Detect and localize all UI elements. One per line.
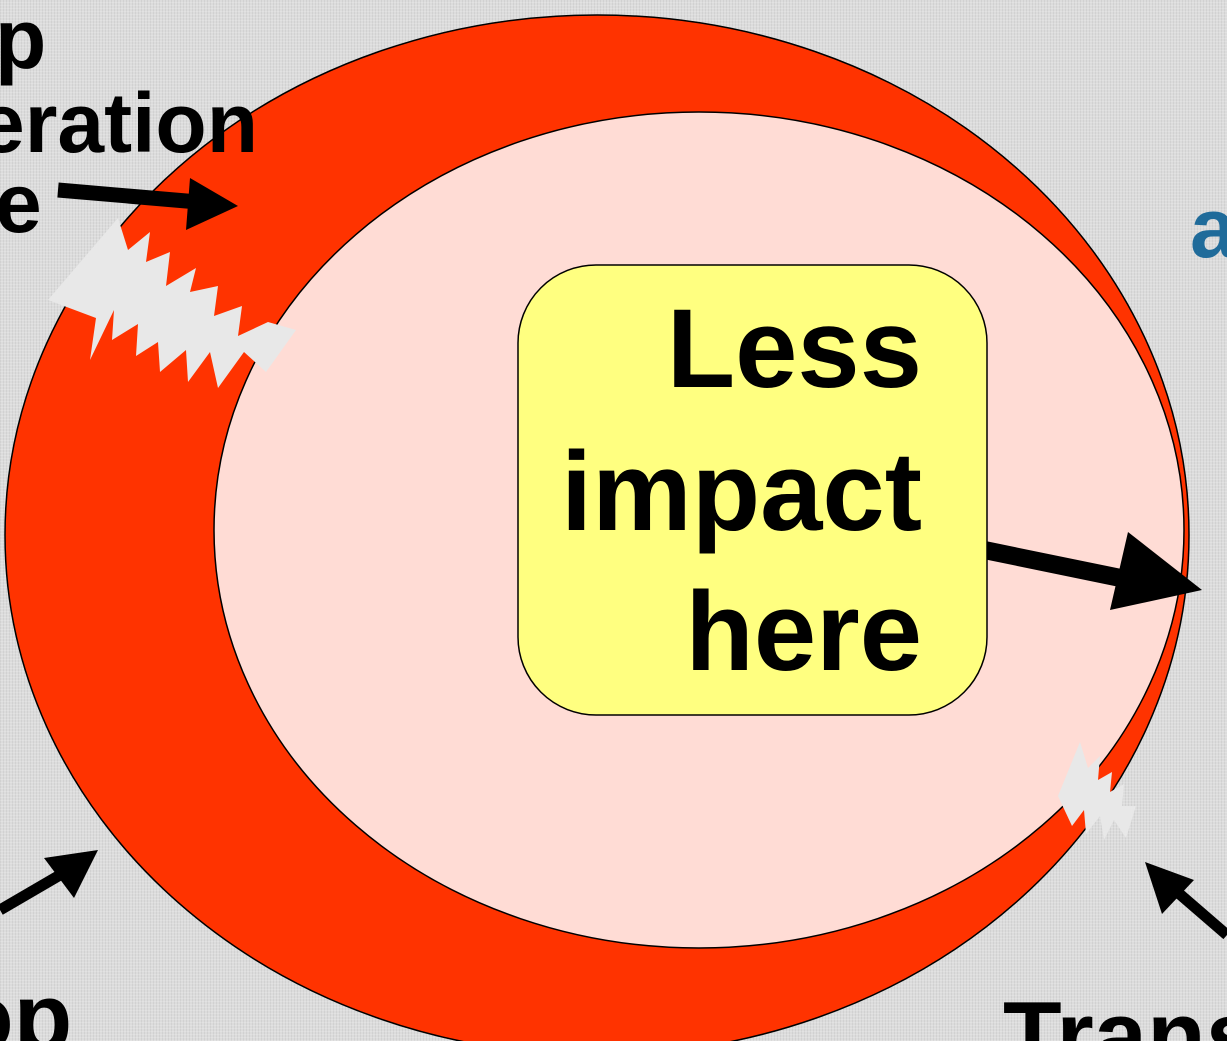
- arrow-bottom-right: [1145, 862, 1227, 940]
- center-text-line2: impact: [561, 429, 922, 554]
- center-text-line1: Less: [667, 286, 922, 411]
- arrow-bottom-left: [0, 850, 98, 915]
- center-box: [517, 264, 988, 716]
- center-text-line3: here: [685, 569, 922, 694]
- label-bottom-left-partial: op: [0, 964, 72, 1041]
- label-bottom-right-partial: Trans: [1003, 982, 1227, 1041]
- label-top-left-line1: p: [0, 0, 46, 86]
- arrow-to-ring-right: [958, 532, 1202, 610]
- label-right-partial: a: [1190, 181, 1227, 275]
- label-top-left-line2: eration: [0, 76, 258, 170]
- label-top-left-line3: e: [0, 156, 42, 250]
- ring-break-upper-left: [48, 218, 296, 388]
- arrow-top-left: [57, 178, 238, 230]
- ring-break-lower-right: [1058, 742, 1136, 840]
